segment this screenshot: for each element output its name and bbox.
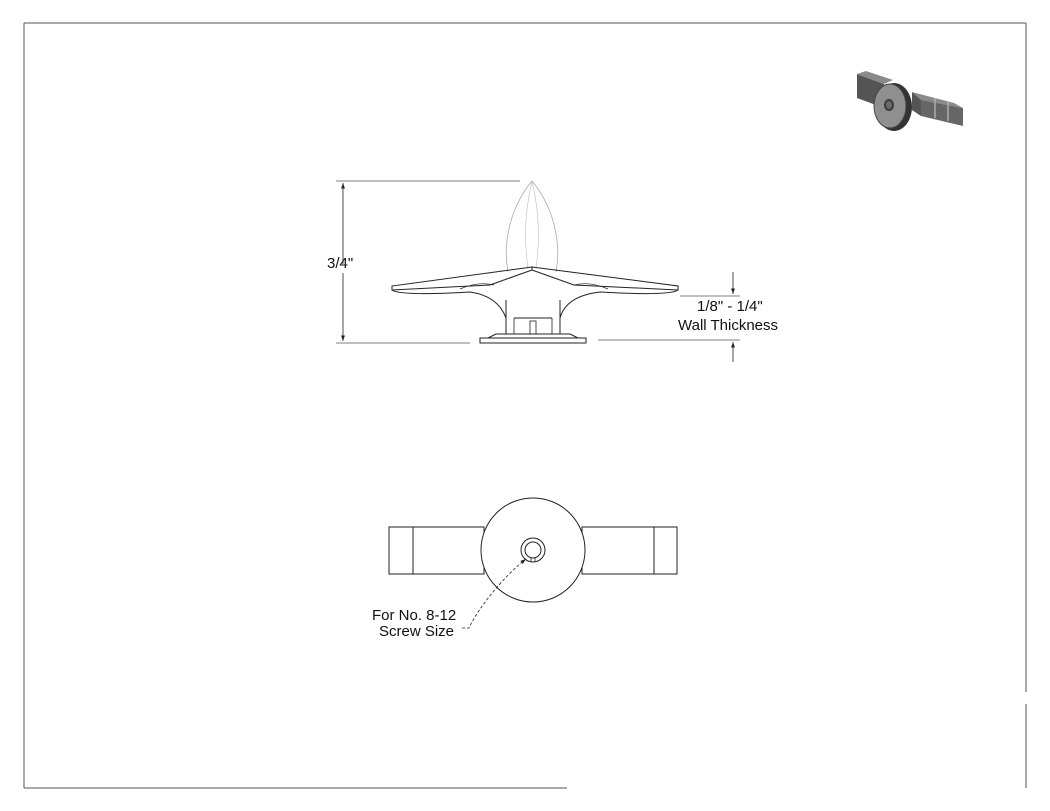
screw-size-callout-line2: Screw Size <box>379 623 454 640</box>
anchor-side-view <box>391 180 679 344</box>
screw-size-callout-line1: For No. 8-12 <box>372 607 456 624</box>
drawing-border <box>23 22 1027 789</box>
wall-thickness-label: Wall Thickness <box>678 317 778 334</box>
height-dimension <box>336 180 520 344</box>
anchor-top-view <box>388 497 678 603</box>
screw-size-leader <box>462 558 527 629</box>
toggle-anchor-3d-icon <box>857 71 963 131</box>
height-dimension-label: 3/4" <box>327 255 353 272</box>
wall-thickness-dimension <box>598 272 740 362</box>
wall-thickness-range: 1/8" - 1/4" <box>697 298 763 315</box>
